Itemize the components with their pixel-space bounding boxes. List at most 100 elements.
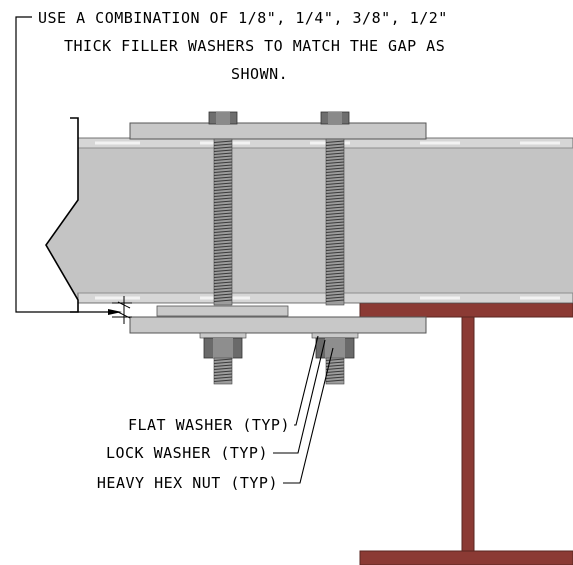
thread-mark bbox=[325, 143, 345, 146]
thread-mark bbox=[325, 248, 345, 251]
thread-mark bbox=[213, 239, 233, 242]
thread-mark bbox=[325, 287, 345, 290]
thread-mark bbox=[213, 364, 233, 367]
heavy-hex-nut-leader bbox=[283, 347, 334, 484]
thread-mark bbox=[213, 197, 233, 200]
thread-mark bbox=[325, 299, 345, 302]
flat-washer bbox=[199, 332, 247, 339]
thread-mark bbox=[325, 254, 345, 257]
flat-washer-label: FLAT WASHER (TYP) bbox=[128, 416, 290, 434]
thread-mark bbox=[213, 275, 233, 278]
thread-mark bbox=[213, 161, 233, 164]
thread-mark bbox=[213, 221, 233, 224]
thread-mark bbox=[325, 194, 345, 197]
thread-mark bbox=[213, 194, 233, 197]
thread-mark bbox=[213, 206, 233, 209]
thread-mark bbox=[213, 158, 233, 161]
thread-mark bbox=[325, 290, 345, 293]
thread-mark bbox=[325, 284, 345, 287]
thread-mark bbox=[325, 236, 345, 239]
thread-mark bbox=[213, 272, 233, 275]
thread-mark bbox=[213, 215, 233, 218]
thread-mark bbox=[325, 212, 345, 215]
thread-mark bbox=[213, 266, 233, 269]
thread-mark bbox=[325, 185, 345, 188]
thread-mark bbox=[213, 242, 233, 245]
thread-mark bbox=[213, 191, 233, 194]
thread-mark bbox=[325, 221, 345, 224]
thread-mark bbox=[325, 173, 345, 176]
thread-mark bbox=[213, 212, 233, 215]
thread-mark bbox=[213, 287, 233, 290]
thread-mark bbox=[213, 281, 233, 284]
bottom-plate bbox=[129, 316, 427, 334]
thread-mark bbox=[213, 140, 233, 143]
thread-mark bbox=[213, 367, 233, 370]
thread-mark bbox=[325, 167, 345, 170]
thread-mark bbox=[213, 379, 233, 382]
thread-mark bbox=[325, 245, 345, 248]
filler-note-line-2: THICK FILLER WASHERS TO MATCH THE GAP AS bbox=[64, 37, 445, 55]
beam-web bbox=[46, 148, 573, 300]
thread-mark bbox=[213, 200, 233, 203]
thread-mark bbox=[213, 269, 233, 272]
thread-mark bbox=[213, 358, 233, 361]
thread-mark bbox=[213, 188, 233, 191]
thread-mark bbox=[213, 146, 233, 149]
thread-mark bbox=[213, 284, 233, 287]
thread-mark bbox=[325, 230, 345, 233]
thread-mark bbox=[213, 230, 233, 233]
thread-mark bbox=[213, 167, 233, 170]
beam-bottom-flange bbox=[77, 292, 573, 304]
thread-mark bbox=[325, 182, 345, 185]
thread-mark bbox=[213, 155, 233, 158]
thread-mark bbox=[325, 206, 345, 209]
filler-washer bbox=[156, 305, 289, 317]
thread-mark bbox=[213, 224, 233, 227]
thread-mark bbox=[213, 170, 233, 173]
thread-mark bbox=[325, 233, 345, 236]
filler-leader-arrow bbox=[108, 309, 122, 315]
thread-mark bbox=[325, 269, 345, 272]
thread-mark bbox=[325, 158, 345, 161]
thread-mark bbox=[325, 367, 345, 370]
thread-mark bbox=[213, 203, 233, 206]
thread-mark bbox=[213, 257, 233, 260]
thread-mark bbox=[325, 218, 345, 221]
thread-mark bbox=[213, 361, 233, 364]
thread-mark bbox=[325, 152, 345, 155]
thread-mark bbox=[325, 224, 345, 227]
thread-mark bbox=[213, 143, 233, 146]
thread-mark bbox=[213, 254, 233, 257]
thread-mark bbox=[213, 182, 233, 185]
thread-mark bbox=[325, 251, 345, 254]
thread-mark bbox=[325, 370, 345, 373]
ibeam-bottom-flange bbox=[359, 550, 573, 565]
gap-dimension bbox=[112, 296, 132, 324]
thread-mark bbox=[325, 293, 345, 296]
thread-mark bbox=[325, 146, 345, 149]
thread-mark bbox=[213, 373, 233, 376]
thread-mark bbox=[213, 248, 233, 251]
thread-mark bbox=[325, 209, 345, 212]
thread-mark bbox=[213, 278, 233, 281]
filler-note-leader bbox=[15, 16, 108, 313]
thread-mark bbox=[325, 140, 345, 143]
thread-mark bbox=[325, 215, 345, 218]
thread-mark bbox=[213, 290, 233, 293]
thread-mark bbox=[213, 245, 233, 248]
thread-mark bbox=[325, 379, 345, 382]
thread-mark bbox=[325, 376, 345, 379]
thread-mark bbox=[325, 191, 345, 194]
thread-mark bbox=[325, 161, 345, 164]
thread-mark bbox=[325, 164, 345, 167]
bolt-threads bbox=[213, 140, 345, 382]
thread-mark bbox=[213, 149, 233, 152]
thread-mark bbox=[325, 197, 345, 200]
thread-mark bbox=[325, 239, 345, 242]
thread-mark bbox=[213, 233, 233, 236]
main-beam bbox=[45, 117, 573, 313]
thread-mark bbox=[213, 227, 233, 230]
thread-mark bbox=[325, 188, 345, 191]
thread-mark bbox=[325, 227, 345, 230]
